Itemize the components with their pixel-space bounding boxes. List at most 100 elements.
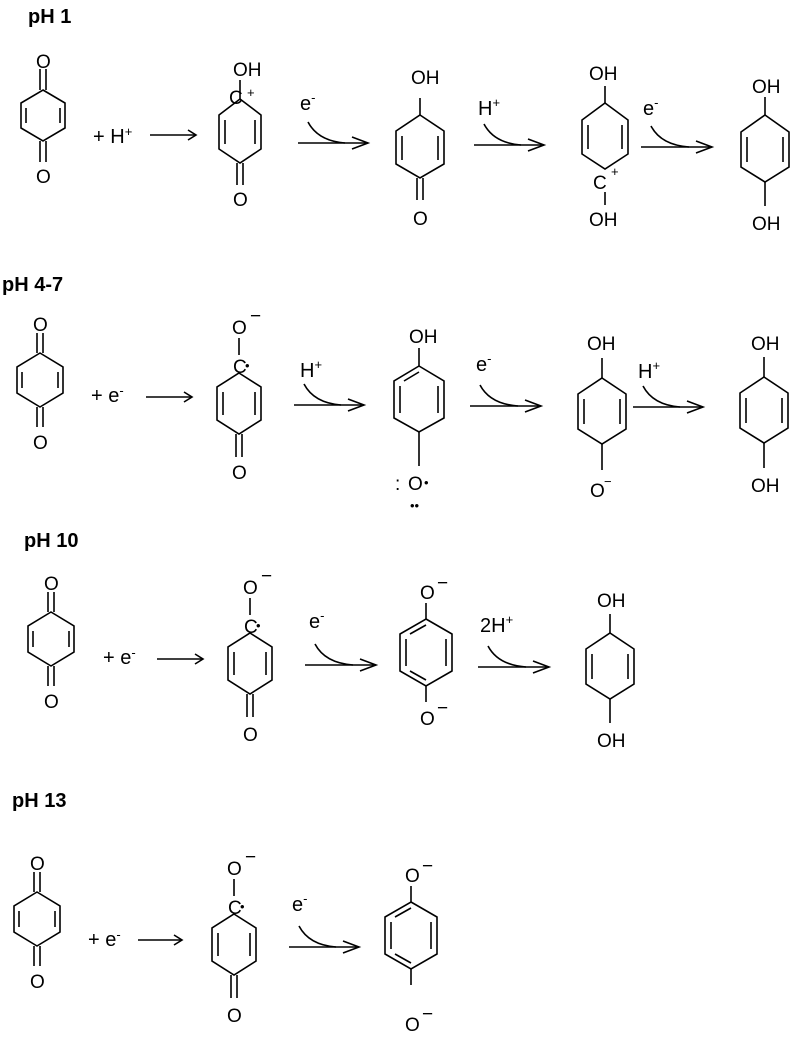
row4-dianion: O − O − [384,856,438,1036]
svg-text:−: − [245,847,256,868]
svg-text:•: • [424,475,429,490]
row1-step1-arrow [298,121,371,150]
svg-text:C: C [228,898,242,919]
row1-arrow-1 [150,129,198,141]
svg-text:OH: OH [752,214,781,235]
row1-cation: OH C + O [218,60,262,211]
svg-text:O: O [233,190,248,211]
row3-radical-anion: O − C • O [227,566,273,746]
svg-text:−: − [422,856,433,877]
svg-text::: : [395,474,400,495]
svg-text:C: C [229,88,243,109]
svg-text:O: O [36,167,51,188]
row3-benzoquinone: O O [27,574,75,713]
row1-step2-arrow [474,123,547,152]
svg-text:O: O [227,859,242,880]
row3-step2-arrow [478,645,552,674]
row4-step1-arrow [289,925,362,954]
svg-text:O: O [590,481,605,502]
svg-text:O: O [420,709,435,730]
heading-ph1: pH 1 [28,6,71,28]
svg-text:O: O [232,463,247,484]
heading-ph4-7: pH 4-7 [2,274,63,296]
row1-product: OH OH [740,77,790,235]
svg-text:O: O [30,972,45,993]
svg-text:−: − [261,566,272,587]
svg-text:O: O [405,866,420,887]
row3-reagent: + e- [103,645,136,669]
svg-text:O: O [232,318,247,339]
svg-text:O: O [44,692,59,713]
svg-text:OH: OH [751,476,780,497]
svg-text:O: O [36,52,51,73]
svg-text:OH: OH [752,77,781,98]
heading-ph10: pH 10 [24,530,78,552]
row1-step3-label: e- [643,95,658,120]
svg-text:OH: OH [597,591,626,612]
svg-text:O: O [413,209,428,230]
svg-text:−: − [250,306,261,327]
row4-benzoquinone: O O [13,854,61,993]
row1-step1-label: e- [300,90,315,115]
row3-step2-label: 2H+ [480,612,513,637]
row2-phenoxyl: OH : O • •• [393,327,445,513]
row1-intermediate: OH O [395,68,445,230]
row2-step2-arrow [470,384,544,413]
svg-text:OH: OH [589,210,618,231]
row2-radical-anion: O − C • O [216,306,262,484]
row2-step1-arrow [294,383,367,412]
svg-text:•: • [256,618,261,633]
svg-text:C: C [233,357,247,378]
svg-text:+: + [247,85,255,100]
row2-step3-arrow [633,385,706,414]
svg-text:−: − [604,474,612,489]
svg-text:O: O [420,583,435,604]
svg-text:O: O [227,1006,242,1027]
svg-text:OH: OH [409,327,438,348]
svg-text:O: O [405,1015,420,1036]
svg-text:−: − [422,1004,433,1025]
svg-text:O: O [33,315,48,336]
svg-text:C: C [244,617,258,638]
row2-product: OH OH [739,334,789,497]
heading-ph13: pH 13 [12,790,66,812]
svg-text:O: O [408,474,423,495]
row2-arrow-1 [146,391,194,403]
row3-step1-label: e- [309,608,324,633]
svg-text:•: • [245,358,250,373]
row4-reagent: + e- [88,927,121,951]
svg-text:−: − [437,698,448,719]
row4-radical-anion: O − C • O [211,847,257,1027]
row2-step3-label: H+ [638,358,660,383]
row3-product: OH OH [585,591,635,752]
row3-dianion: O − O − [399,573,453,730]
row4-step1-label: e- [292,891,307,916]
row1-step3-arrow [641,125,715,154]
svg-text:−: − [437,573,448,594]
row4-arrow-1 [138,934,184,946]
svg-text:O: O [243,578,258,599]
svg-text:O: O [33,433,48,454]
svg-text:OH: OH [597,731,626,752]
svg-text:OH: OH [589,64,618,85]
svg-text:OH: OH [587,334,616,355]
svg-text:O: O [44,574,59,595]
svg-text:OH: OH [233,60,262,81]
svg-text:O: O [30,854,45,875]
row1-dication: OH C + OH [581,64,629,231]
row1-reagent: + H+ [93,124,132,148]
row1-benzoquinone: O O [20,52,66,188]
svg-text:OH: OH [751,334,780,355]
row3-arrow-1 [157,653,205,665]
row2-reagent: + e- [91,383,124,407]
svg-text:C: C [593,173,607,194]
row2-step2-label: e- [476,351,491,376]
row3-step1-arrow [305,643,379,672]
row2-anion: OH O − [577,334,627,502]
row2-step1-label: H+ [300,357,322,382]
svg-text:O: O [243,725,258,746]
svg-text:+: + [611,164,619,179]
svg-text:•: • [240,899,245,914]
row1-step2-label: H+ [478,95,500,120]
